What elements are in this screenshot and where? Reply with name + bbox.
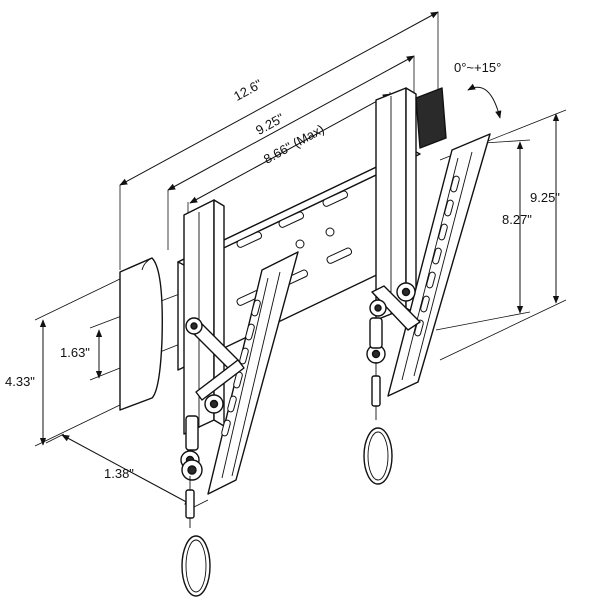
- left-knob: [181, 459, 203, 481]
- left-tilt-arm: [207, 251, 299, 495]
- label-overall-width: 12.6": [231, 76, 265, 104]
- right-rail: [375, 87, 447, 321]
- label-spacer-height: 1.63": [60, 345, 90, 360]
- left-rail: [183, 199, 225, 435]
- tilt-arrow: [467, 83, 502, 119]
- dimension-slot-height: [435, 139, 531, 331]
- label-rail-width: 9.25": [253, 110, 287, 138]
- label-slot-height: 8.27": [502, 212, 532, 227]
- left-pull-cord: [181, 476, 211, 597]
- label-spacer-depth: 4.33": [5, 374, 35, 389]
- wall-plate-slots: [236, 190, 353, 306]
- label-arm-height: 9.25": [530, 190, 560, 205]
- spacer-block: [119, 257, 163, 411]
- left-linkage: [180, 317, 245, 470]
- dimension-spacer-depth: [34, 277, 123, 447]
- right-linkage: [366, 282, 421, 364]
- right-pull-cord: [363, 362, 393, 485]
- label-tilt-range: 0°~+15°: [454, 60, 501, 75]
- label-profile: 1.38": [104, 466, 134, 481]
